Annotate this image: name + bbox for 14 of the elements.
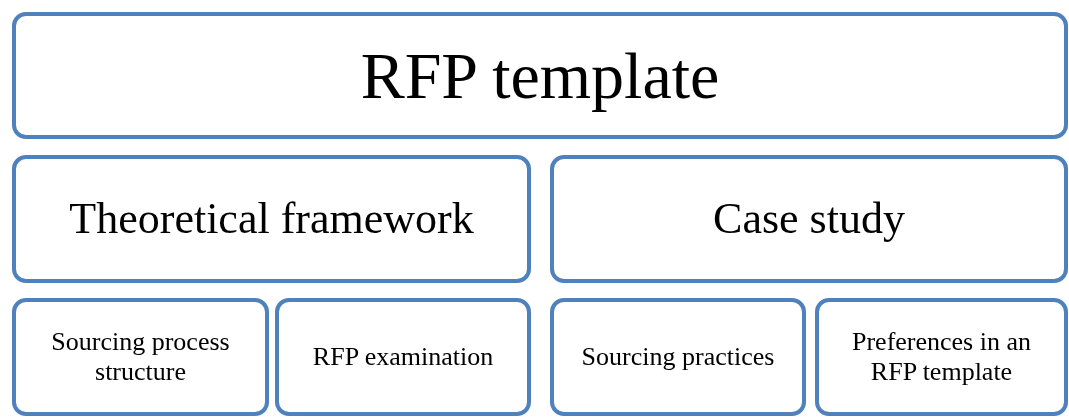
box-label: Preferences in an RFP template bbox=[851, 327, 1032, 387]
box-label: Theoretical framework bbox=[69, 193, 474, 245]
title-text: RFP template bbox=[360, 37, 720, 114]
box-label: RFP examination bbox=[312, 342, 494, 372]
topic-box bbox=[12, 298, 269, 416]
title-box bbox=[12, 12, 1068, 139]
box-label: Sourcing practices bbox=[581, 342, 775, 372]
box-label: Sourcing process structure bbox=[50, 327, 231, 387]
box-label: Case study bbox=[713, 193, 905, 245]
section-box bbox=[550, 155, 1068, 283]
topic-box bbox=[550, 298, 806, 416]
section-box bbox=[12, 155, 531, 283]
topic-box bbox=[275, 298, 531, 416]
topic-box bbox=[815, 298, 1068, 416]
